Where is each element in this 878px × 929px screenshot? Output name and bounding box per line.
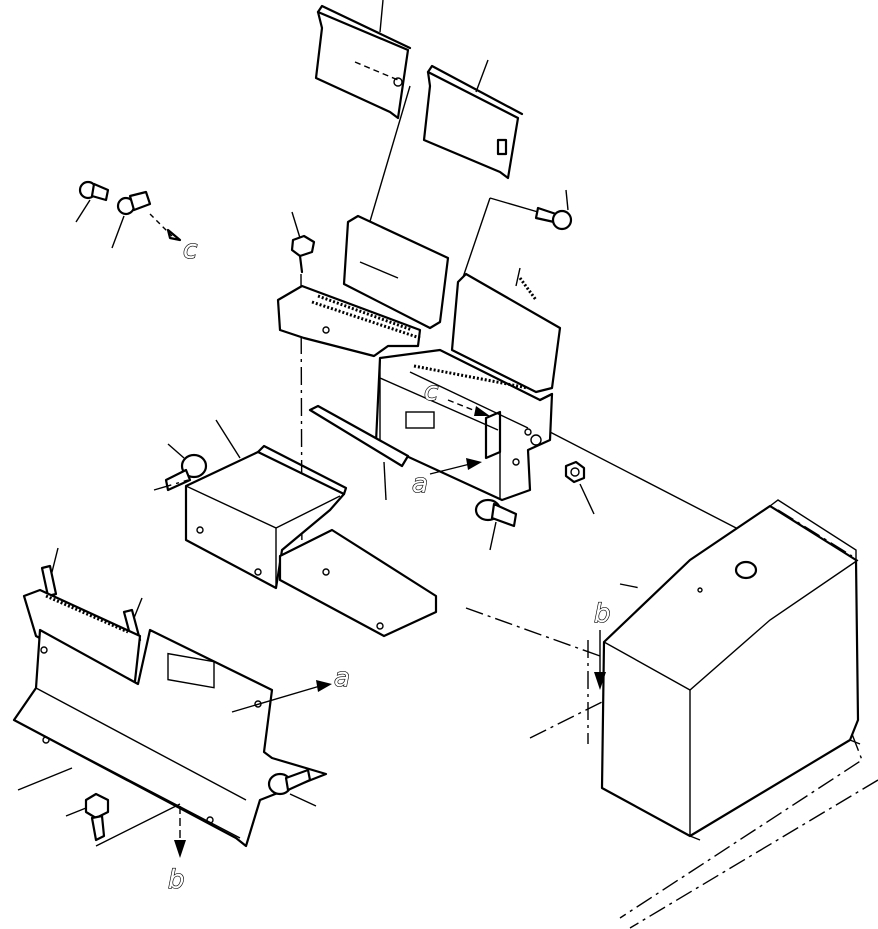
nut-clip-upper-left [111,190,182,249]
console-housing [465,499,878,929]
label-c-mid: c [424,377,438,407]
label-a-lower: a [334,663,350,693]
bolt-panel-right [267,768,317,807]
arrow-b-bottom [174,806,186,858]
arrow-b-right [594,630,606,690]
bolt-upper-right [534,189,573,231]
arrow-a-lower [231,680,332,713]
bolt-panel-bottom [65,792,181,847]
label-c-top: c [183,235,197,265]
floor-plate [278,528,438,638]
label-a-mid: a [412,469,428,499]
front-panel [12,547,328,848]
duct-cover-box [184,419,348,590]
rubber-seal-strip [308,404,410,501]
cover-plate-left [314,4,412,120]
bolt-left-mid [153,443,208,492]
arrow-c-mid [447,399,490,416]
label-b-bottom: b [168,865,185,895]
nut-right [549,431,741,531]
arrow-a-mid [429,458,482,475]
cover-plate-right [422,64,524,180]
folding-box-assembly [276,214,562,502]
bolt-small-upper-left [75,180,110,223]
label-b-right: b [594,599,611,629]
bolt-under-box [474,498,518,551]
